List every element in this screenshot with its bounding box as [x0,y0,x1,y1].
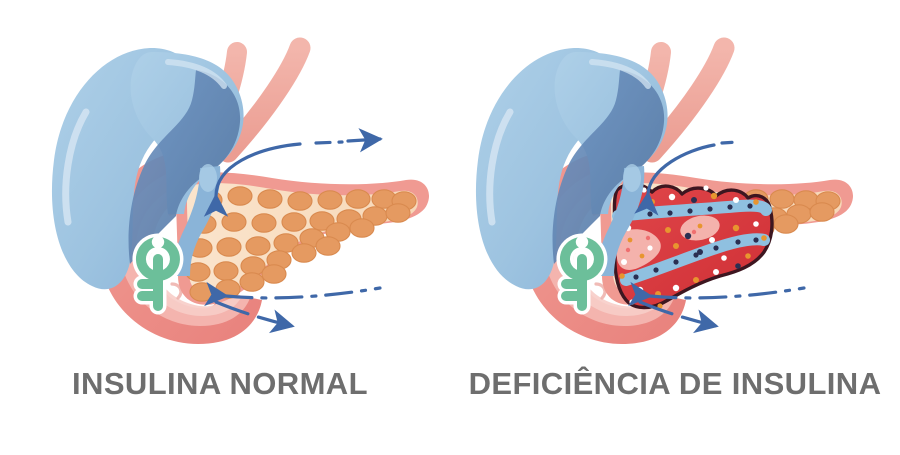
arrow-out-bottom-right [638,300,719,334]
panel-caption-deficiency: DEFICIÊNCIA DE INSULINA [468,366,882,401]
arrow-into-pancreas-top [203,142,302,217]
arrow-out-top [346,128,383,153]
arrow-into-pancreas-bottom [204,281,382,307]
panel-normal-illustration [51,37,430,344]
panel-caption-normal: INSULINA NORMAL [72,366,368,401]
inflammatory-cells [619,185,767,309]
insulin-key [132,233,184,315]
arrow-out-bottom [214,300,295,334]
gallbladder-right [475,47,668,290]
arrow-into-pancreas-bottom-right [628,281,806,307]
insulin-key-right [556,233,608,315]
arrow-into-pancreas-top-right [634,143,716,216]
arrow-group-right [628,140,806,334]
pancreas-lobules [185,186,417,302]
panel-deficiency-illustration [475,37,854,344]
duct-nuclei [627,203,759,280]
arrow-group-left [203,128,383,334]
pancreas-healthy [176,172,430,305]
gallbladder [51,47,244,290]
arrow-blocked-top-right [720,140,740,145]
